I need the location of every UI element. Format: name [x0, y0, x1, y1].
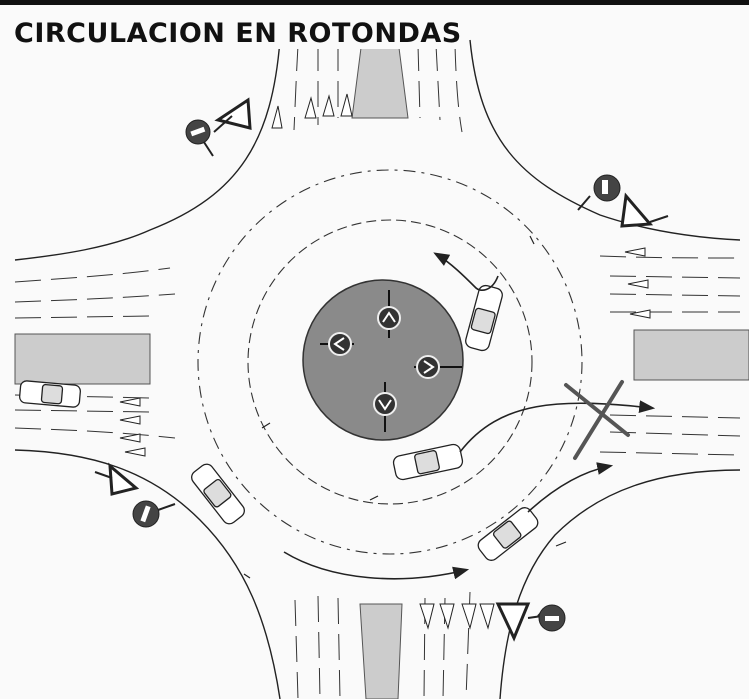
- median-top: [351, 39, 409, 119]
- median-left: [14, 333, 151, 385]
- central-island: [302, 279, 464, 441]
- roundabout-mandatory-icon: [373, 382, 397, 432]
- median-right: [633, 329, 749, 381]
- no-entry-icon: [185, 119, 214, 157]
- road-edges: [14, 39, 741, 699]
- car-icon: [191, 463, 245, 525]
- island-signs: [320, 290, 462, 432]
- triangle-give-way-icon: [213, 97, 252, 133]
- triangle-give-way-icon: [94, 462, 140, 496]
- no-entry-icon: [537, 604, 566, 632]
- diagram-title: CIRCULACION EN ROTONDAS: [14, 18, 468, 49]
- prohibited-cross-icon: [564, 380, 630, 460]
- triangle-give-way-icon: [620, 192, 669, 228]
- yield-markings: [119, 93, 651, 630]
- road-edge-bottom-left: [14, 449, 281, 699]
- car-icon: [392, 443, 464, 481]
- road-edge-bottom-right: [499, 469, 741, 699]
- road-edge-top-right: [469, 39, 741, 241]
- roundabout-mandatory-icon: [377, 290, 401, 338]
- no-entry-signs: [132, 119, 621, 632]
- no-entry-icon: [132, 500, 176, 528]
- car-icon: [19, 380, 81, 408]
- medians: [14, 39, 749, 699]
- roundabout-mandatory-icon: [320, 332, 354, 356]
- inner-ring: [247, 219, 533, 505]
- no-entry-icon: [577, 174, 621, 211]
- arrow-exit-correct: [527, 462, 614, 513]
- give-way-signs: [94, 97, 669, 642]
- roundabout-mandatory-icon: [414, 355, 462, 379]
- rings: [197, 169, 583, 555]
- car-icon: [465, 284, 503, 352]
- road-edge-top-left: [14, 39, 281, 261]
- lane-lines-right: [599, 255, 741, 456]
- ring-ticks: [243, 235, 567, 579]
- arrow-bottom-circulation: [283, 551, 470, 580]
- top-rule: [0, 0, 749, 5]
- outer-ring: [197, 169, 583, 555]
- cars: [19, 284, 539, 561]
- car-icon: [477, 507, 539, 561]
- lane-lines-top: [293, 44, 463, 133]
- triangle-give-way-icon: [495, 602, 543, 642]
- arrow-exit-prohibited: [459, 400, 656, 453]
- trajectory-arrows: [283, 252, 656, 580]
- arrow-circulation-top: [433, 252, 499, 291]
- median-bottom: [359, 603, 403, 699]
